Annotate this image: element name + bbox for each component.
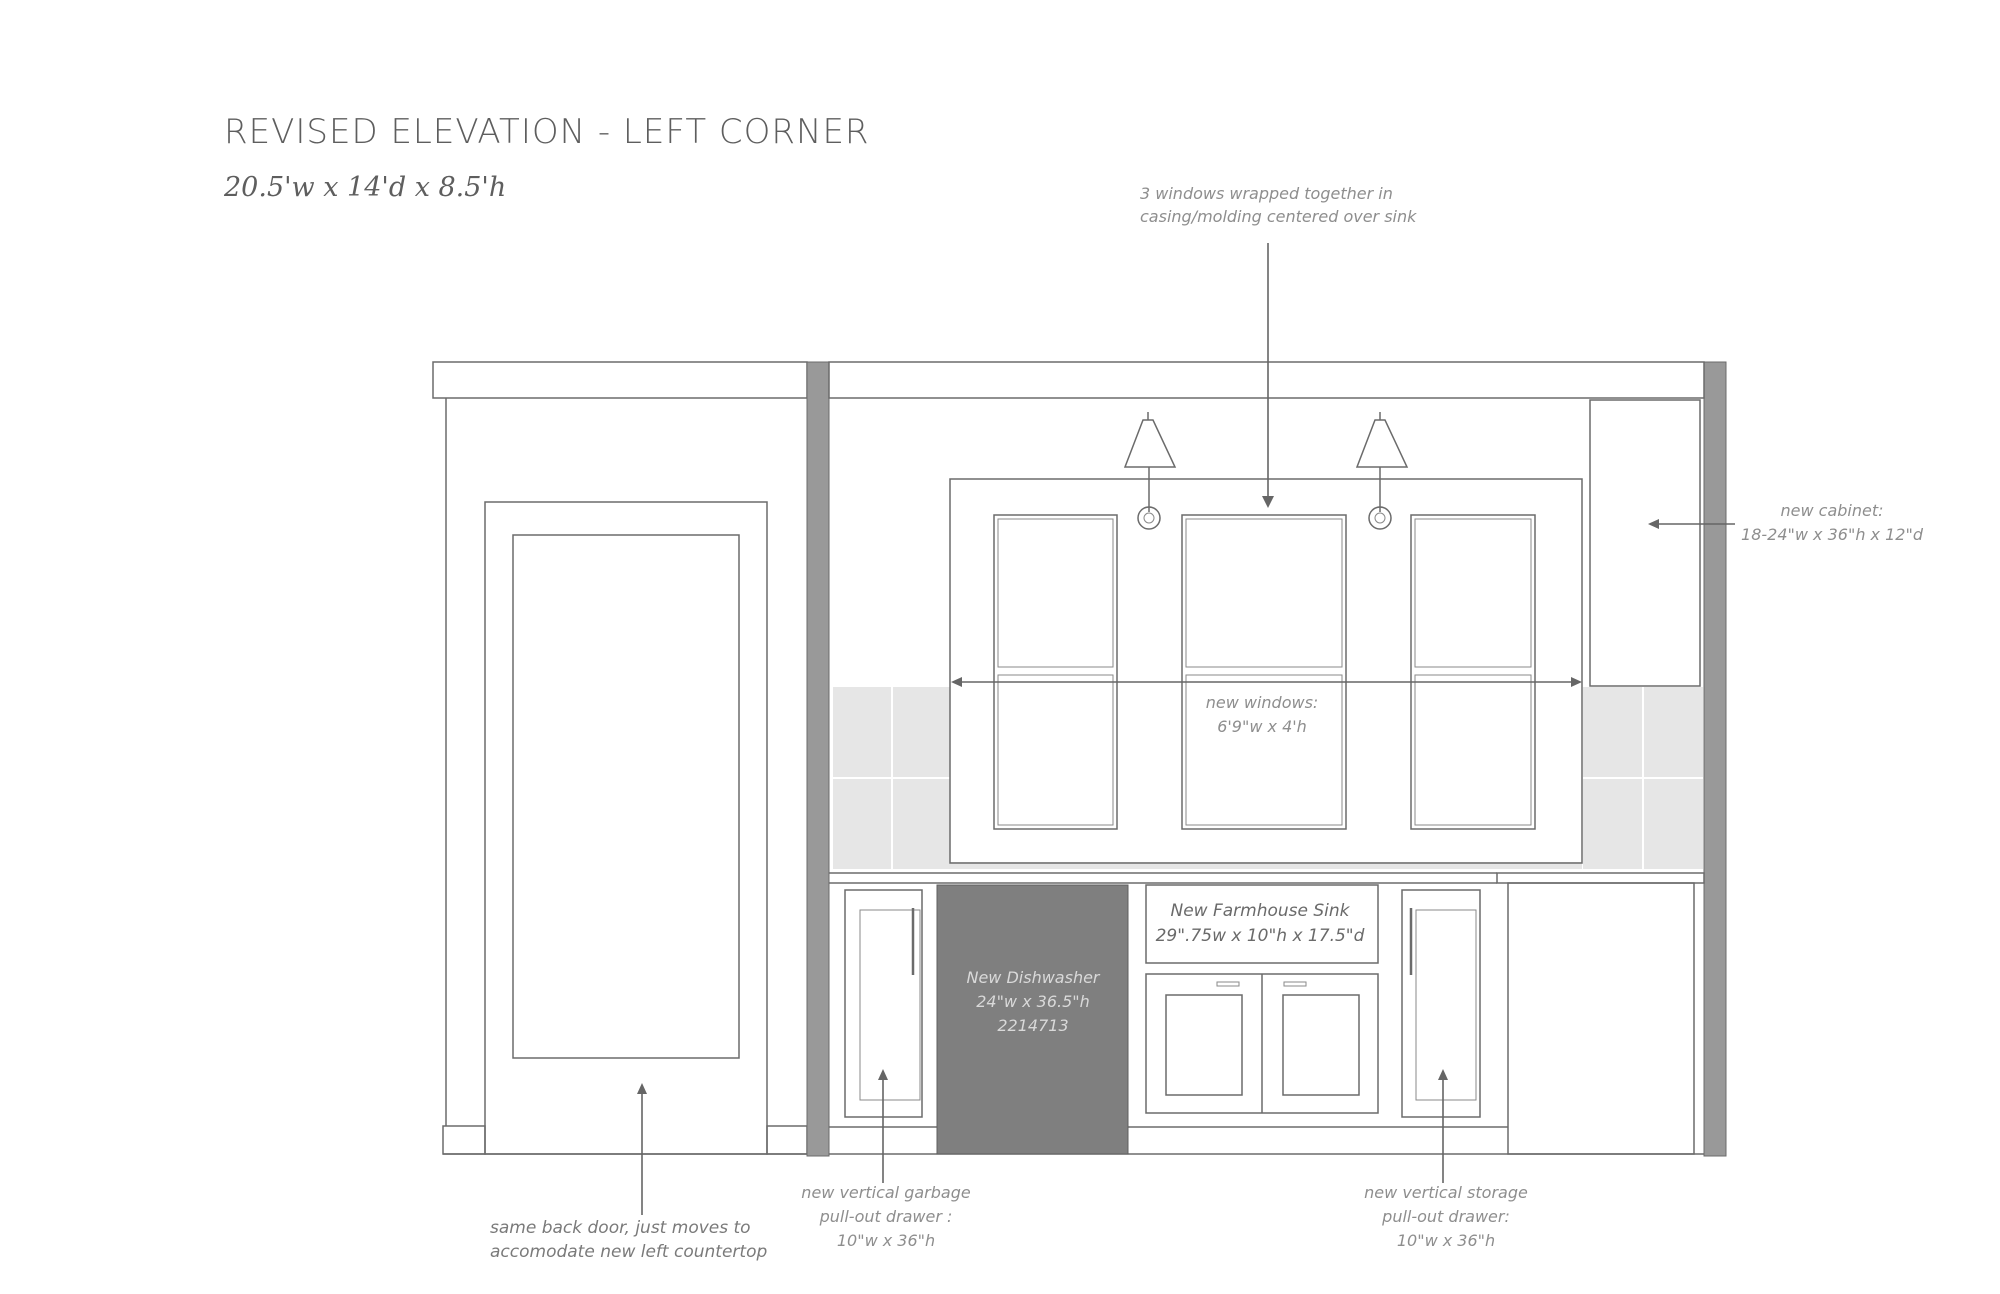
window-center (1181, 514, 1347, 830)
back-door (484, 501, 768, 1155)
window-right (1410, 514, 1536, 830)
storage-drawer-note-2: pull-out drawer: (1381, 1207, 1510, 1226)
new-windows-dimension-line (951, 677, 1582, 687)
window-casing (949, 478, 1583, 864)
storage-pullout-drawer (1401, 889, 1481, 1118)
back-door-note-1: same back door, just moves to (490, 1218, 751, 1238)
right-baseboard (766, 1125, 808, 1155)
window-casing-note-2: casing/molding centered over sink (1140, 207, 1417, 226)
right-base-unit (1507, 882, 1695, 1155)
left-baseboard (442, 1125, 486, 1155)
farmhouse-sink (1145, 884, 1379, 964)
sink-base-cabinet (1145, 973, 1379, 1114)
garbage-drawer-note-3: 10"w x 36"h (837, 1231, 935, 1250)
door-frame (484, 501, 768, 1155)
back-door-note-2: accomodate new left countertop (490, 1242, 767, 1262)
drawing-dimensions: 20.5'w x 14'd x 8.5'h (224, 172, 507, 203)
right-wall-post (1703, 361, 1727, 1157)
new-dishwasher (936, 884, 1129, 1155)
new-windows-note-2: 6'9"w x 4'h (1217, 717, 1307, 736)
new-upper-cabinet (1589, 399, 1701, 687)
sink-label-1: New Farmhouse Sink (1170, 901, 1350, 921)
dishwasher-label-1: New Dishwasher (966, 968, 1100, 987)
window-casing-note-1: 3 windows wrapped together in (1140, 184, 1393, 203)
door-panel (512, 534, 740, 1059)
storage-drawer-note-3: 10"w x 36"h (1397, 1231, 1495, 1250)
sink-label-2: 29".75w x 10"h x 17.5"d (1156, 926, 1365, 946)
left-wall-section (432, 361, 808, 1155)
window-left (993, 514, 1118, 830)
tile-backsplash (833, 687, 1703, 869)
main-soffit (828, 361, 1705, 399)
new-windows-note-1: new windows: (1206, 693, 1319, 712)
new-cabinet-note-2: 18-24"w x 36"h x 12"d (1741, 525, 1924, 544)
new-cabinet-note-1: new cabinet: (1780, 501, 1883, 520)
window-casing-leader (1262, 243, 1274, 508)
garbage-drawer-leader (878, 1069, 888, 1183)
right-countertop (1496, 872, 1705, 884)
storage-drawer-note-1: new vertical storage (1364, 1183, 1528, 1202)
back-door-leader (637, 1083, 647, 1215)
left-soffit (432, 361, 808, 399)
drawing-title: REVISED ELEVATION - LEFT CORNER (224, 112, 870, 152)
storage-drawer-leader (1438, 1069, 1448, 1183)
dishwasher-label-2: 24"w x 36.5"h (976, 992, 1090, 1011)
main-wall: New Dishwasher 24"w x 36.5"h 2214713 New… (828, 361, 1705, 1155)
dishwasher-label-3: 2214713 (997, 1016, 1068, 1035)
right-sconce-lamp (1355, 412, 1409, 530)
left-wall-post (806, 361, 830, 1157)
garbage-drawer-note-1: new vertical garbage (801, 1183, 971, 1202)
left-sconce-lamp (1123, 412, 1177, 530)
new-cabinet-leader (1648, 519, 1735, 529)
garbage-drawer-note-2: pull-out drawer : (819, 1207, 953, 1226)
